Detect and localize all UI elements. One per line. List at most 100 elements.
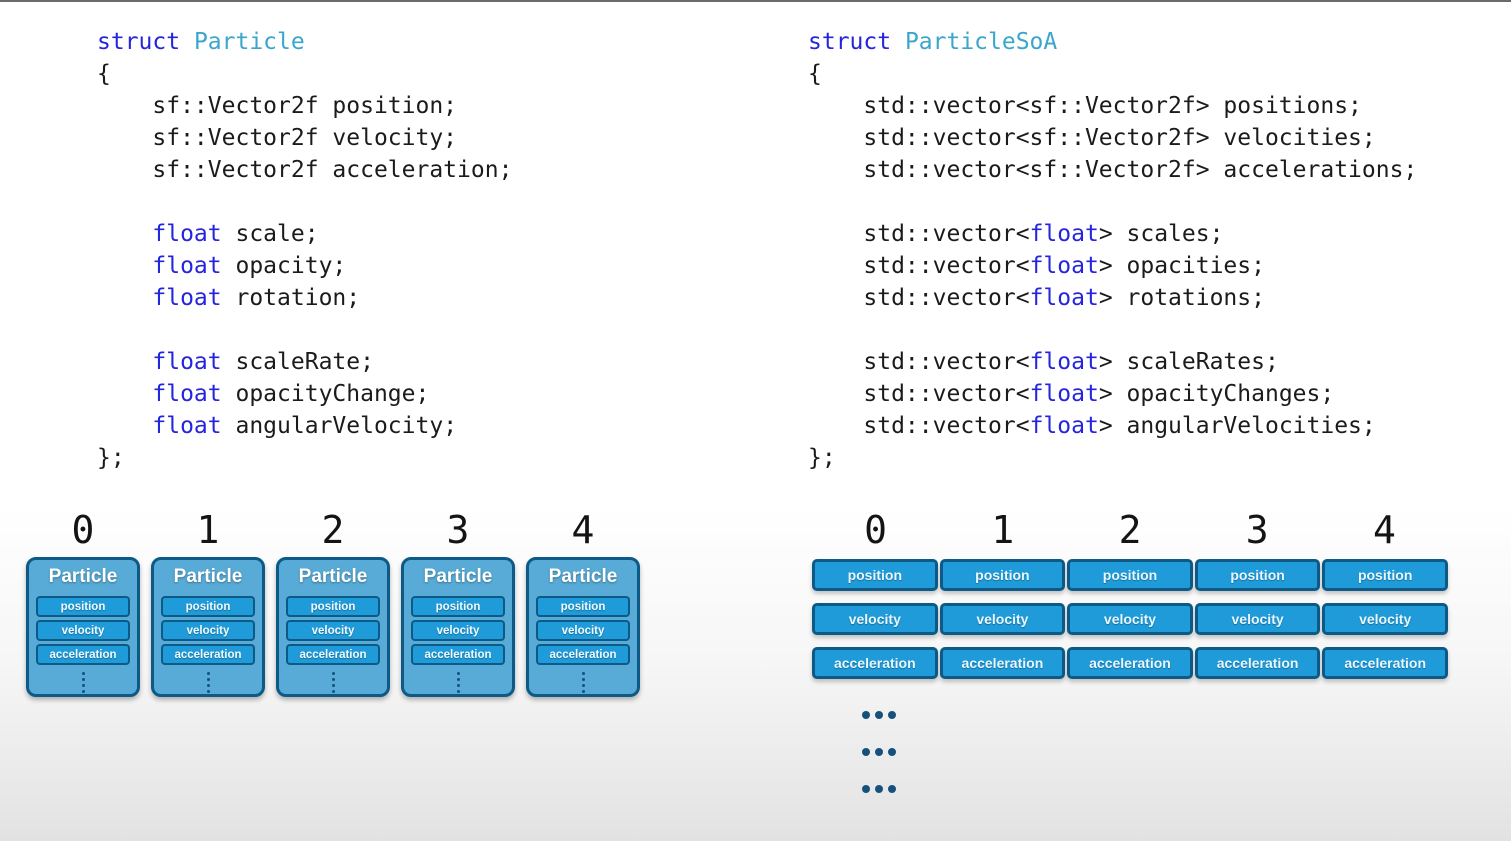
code-token [97, 413, 152, 439]
dot [456, 672, 460, 675]
particle-box-fields: position velocity acceleration [286, 596, 380, 665]
aos-code-line-10 [97, 314, 512, 346]
keyword-token: float [152, 221, 222, 247]
dot [206, 690, 210, 693]
keyword-token: float [152, 253, 222, 279]
aos-code-line-8: float opacity; [97, 250, 512, 282]
dot [862, 748, 870, 756]
dot [81, 678, 85, 681]
vertical-ellipsis-icon [536, 672, 630, 693]
code-token: std::vector<sf::Vector2f> velocities; [808, 125, 1376, 151]
vertical-ellipsis-icon [411, 672, 505, 693]
particle-box-title: Particle [48, 566, 118, 587]
keyword-token: float [152, 381, 222, 407]
dot [331, 690, 335, 693]
vertical-ellipsis-icon [286, 672, 380, 693]
code-token: > scales; [1098, 221, 1224, 247]
dot [206, 684, 210, 687]
array-cell-velocity-3: velocity [1194, 603, 1321, 635]
array-cell-acceleration-4: acceleration [1322, 647, 1448, 679]
dot [331, 684, 335, 687]
aos-code-line-9: float rotation; [97, 282, 512, 314]
field-cell-velocity: velocity [411, 620, 505, 641]
array-cell-position-1: position [939, 559, 1066, 591]
array-cell-position-0: position [812, 559, 938, 591]
dot [875, 785, 883, 793]
soa-code-line-2: { [808, 58, 1417, 90]
code-token: > opacities; [1098, 253, 1265, 279]
soa-index-row: 0 1 2 3 4 [812, 509, 1448, 551]
particle-box-title: Particle [173, 566, 243, 587]
soa-index-label: 4 [1372, 508, 1396, 552]
field-cell-position: position [161, 596, 255, 617]
field-cell-velocity: velocity [286, 620, 380, 641]
aos-code-line-7: float scale; [97, 218, 512, 250]
code-token: std::vector< [808, 253, 1030, 279]
aos-code-line-3: sf::Vector2f position; [97, 90, 512, 122]
dot [81, 684, 85, 687]
aos-code-line-4: sf::Vector2f velocity; [97, 122, 512, 154]
soa-more-arrays-ellipsis [862, 711, 1448, 793]
aos-code-line-14: }; [97, 442, 512, 474]
keyword-token: float [1029, 381, 1099, 407]
code-token: { [808, 61, 822, 87]
keyword-token: float [1029, 413, 1099, 439]
field-cell-position: position [286, 596, 380, 617]
vertical-ellipsis-icon [161, 672, 255, 693]
soa-index-label: 3 [1245, 508, 1269, 552]
dot [581, 690, 585, 693]
dot [81, 672, 85, 675]
dot [331, 672, 335, 675]
dot [581, 672, 585, 675]
aos-code-line-13: float angularVelocity; [97, 410, 512, 442]
field-cell-acceleration: acceleration [286, 644, 380, 665]
soa-code-line-12: std::vector<float> opacityChanges; [808, 378, 1417, 410]
field-cell-acceleration: acceleration [161, 644, 255, 665]
soa-index-label: 1 [991, 508, 1015, 552]
field-cell-velocity: velocity [536, 620, 630, 641]
dot [888, 748, 896, 756]
particle-box-title: Particle [423, 566, 493, 587]
keyword-token: float [1029, 285, 1099, 311]
code-block-particle-aos: struct Particle{ sf::Vector2f position; … [97, 26, 512, 474]
dot [888, 711, 896, 719]
soa-index-label: 0 [864, 508, 888, 552]
field-cell-acceleration: acceleration [536, 644, 630, 665]
dot [456, 690, 460, 693]
keyword-token: float [1029, 253, 1099, 279]
code-token: angularVelocity; [221, 413, 458, 439]
soa-code-line-8: std::vector<float> opacities; [808, 250, 1417, 282]
code-token: std::vector<sf::Vector2f> positions; [808, 93, 1362, 119]
soa-code-line-5: std::vector<sf::Vector2f> accelerations; [808, 154, 1417, 186]
code-token: opacity; [221, 253, 347, 279]
dot [875, 711, 883, 719]
code-block-particle-soa: struct ParticleSoA{ std::vector<sf::Vect… [808, 26, 1417, 474]
dot [206, 672, 210, 675]
keyword-token: float [152, 349, 222, 375]
field-cell-acceleration: acceleration [411, 644, 505, 665]
horizontal-ellipsis-icon [862, 748, 1448, 756]
array-cell-acceleration-1: acceleration [939, 647, 1066, 679]
dot [581, 678, 585, 681]
field-cell-velocity: velocity [36, 620, 130, 641]
soa-index-label: 2 [1118, 508, 1142, 552]
field-cell-position: position [36, 596, 130, 617]
dot [456, 678, 460, 681]
code-token [97, 349, 152, 375]
code-token: > angularVelocities; [1098, 413, 1376, 439]
code-token: std::vector< [808, 413, 1030, 439]
code-token: > opacityChanges; [1098, 381, 1335, 407]
type-name-token: ParticleSoA [904, 29, 1058, 55]
soa-code-line-13: std::vector<float> angularVelocities; [808, 410, 1417, 442]
